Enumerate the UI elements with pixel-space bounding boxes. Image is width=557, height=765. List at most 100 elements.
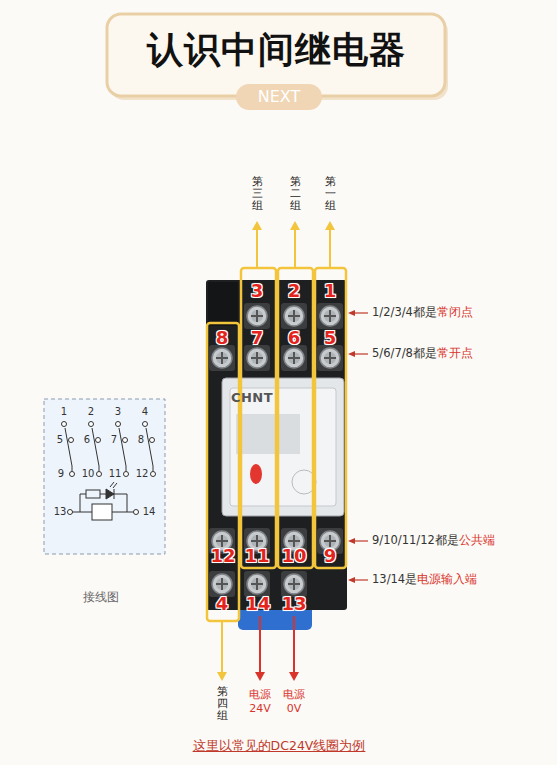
group-arrow bbox=[252, 221, 262, 230]
relay-cover bbox=[250, 464, 262, 484]
terminal-screw bbox=[317, 303, 343, 329]
group-outline bbox=[207, 268, 346, 621]
terminal-number: 12 bbox=[210, 546, 235, 567]
group-outline bbox=[315, 268, 346, 568]
leader-arrow bbox=[348, 538, 355, 544]
power-arrow bbox=[289, 672, 299, 681]
coil-symbol bbox=[73, 512, 93, 513]
wiring-diagram-box bbox=[44, 399, 165, 554]
contact-symbol bbox=[96, 438, 101, 443]
next-pill: NEXT bbox=[236, 84, 323, 111]
pin-number: 6 bbox=[84, 434, 90, 446]
power-label: 电源 24V bbox=[245, 688, 275, 717]
contact-symbol bbox=[126, 466, 127, 472]
coil-symbol bbox=[110, 482, 117, 488]
leader-arrow bbox=[348, 351, 355, 357]
terminal-number: 9 bbox=[324, 546, 337, 567]
leader-arrow bbox=[354, 353, 368, 354]
contact-symbol bbox=[97, 472, 102, 477]
group-arrow bbox=[221, 622, 223, 674]
leader-arrow bbox=[354, 312, 368, 313]
annotation: 9/10/11/12都是 bbox=[372, 534, 459, 547]
coil-symbol bbox=[112, 512, 134, 513]
group-arrow bbox=[217, 221, 335, 681]
terminal-screw bbox=[244, 303, 270, 329]
contact-symbol bbox=[65, 428, 72, 466]
power-label: 电源 0V bbox=[279, 688, 309, 717]
terminal-number: 14 bbox=[245, 594, 270, 615]
group-arrow bbox=[256, 228, 258, 267]
relay-cover bbox=[230, 388, 336, 506]
coil-symbol bbox=[106, 489, 114, 499]
contact-symbol bbox=[99, 466, 100, 472]
pin-number: 12 bbox=[136, 468, 149, 480]
group-label: 第四组 bbox=[217, 686, 228, 722]
leader-arrow bbox=[354, 540, 368, 541]
pin-number: 9 bbox=[58, 468, 64, 480]
page-title: 认识中间继电器 bbox=[147, 29, 406, 70]
leader-arrow bbox=[348, 310, 355, 316]
group-label: 第二组 bbox=[290, 176, 301, 212]
pin-number: 5 bbox=[57, 434, 63, 446]
coil-symbol bbox=[114, 489, 115, 499]
contact-symbol bbox=[119, 428, 126, 466]
annotation-highlight: 电源输入端 bbox=[417, 573, 477, 586]
terminal-number: 1 bbox=[324, 281, 337, 302]
pin-number: 10 bbox=[82, 468, 95, 480]
group-label: 第三组 bbox=[252, 176, 263, 212]
contact-symbol bbox=[116, 422, 121, 427]
coil-symbol bbox=[86, 490, 100, 498]
terminal-screw bbox=[317, 345, 343, 371]
terminal-screw bbox=[244, 345, 270, 371]
coil-symbol bbox=[134, 510, 139, 515]
power-arrow bbox=[255, 616, 299, 681]
coil-symbol bbox=[92, 504, 112, 520]
leader-arrow bbox=[348, 577, 355, 583]
terminal-screw bbox=[209, 345, 235, 371]
contact-symbol bbox=[72, 466, 73, 472]
contact-symbol bbox=[89, 422, 94, 427]
contact-symbol bbox=[143, 422, 148, 427]
contact-symbol bbox=[151, 472, 156, 477]
terminal-number: 2 bbox=[288, 281, 301, 302]
contact-symbol bbox=[123, 438, 128, 443]
contact-symbol bbox=[124, 472, 129, 477]
terminal-number: 7 bbox=[251, 328, 264, 349]
contact-symbol bbox=[92, 428, 99, 466]
terminal-number: 5 bbox=[324, 328, 337, 349]
group-outline bbox=[207, 323, 239, 621]
leader-arrow bbox=[354, 579, 368, 580]
terminal-number: 11 bbox=[244, 546, 269, 567]
annotation-highlight: 常闭点 bbox=[437, 306, 473, 319]
pin-number: 11 bbox=[109, 468, 122, 480]
group-arrow bbox=[329, 228, 331, 267]
contact-symbol bbox=[70, 472, 75, 477]
terminal-number: 3 bbox=[251, 281, 264, 302]
pin-number: 14 bbox=[143, 506, 156, 518]
pin-number: 8 bbox=[138, 434, 144, 446]
contact-symbol bbox=[69, 438, 74, 443]
pin-number: 13 bbox=[54, 506, 67, 518]
pin-number: 4 bbox=[142, 406, 148, 418]
power-arrow bbox=[259, 616, 261, 674]
group-arrow bbox=[294, 228, 296, 267]
pin-number: 3 bbox=[115, 406, 121, 418]
leader-arrow bbox=[348, 310, 368, 583]
contact-symbol bbox=[62, 422, 67, 427]
group-arrow bbox=[290, 221, 300, 230]
contact-symbol bbox=[153, 466, 154, 472]
pin-number: 1 bbox=[61, 406, 67, 418]
annotation: 1/2/3/4都是 bbox=[372, 306, 437, 319]
annotation-highlight: 公共端 bbox=[459, 534, 495, 547]
node-text: NEXT bbox=[258, 87, 301, 106]
group-outline bbox=[278, 268, 313, 568]
terminal-screw bbox=[281, 303, 307, 329]
terminal-number: 6 bbox=[288, 328, 301, 349]
terminal-number: 13 bbox=[281, 594, 306, 615]
power-arrow bbox=[255, 672, 265, 681]
contact-symbol bbox=[146, 428, 153, 466]
terminal-number: 8 bbox=[216, 328, 229, 349]
contact-symbol bbox=[150, 438, 155, 443]
